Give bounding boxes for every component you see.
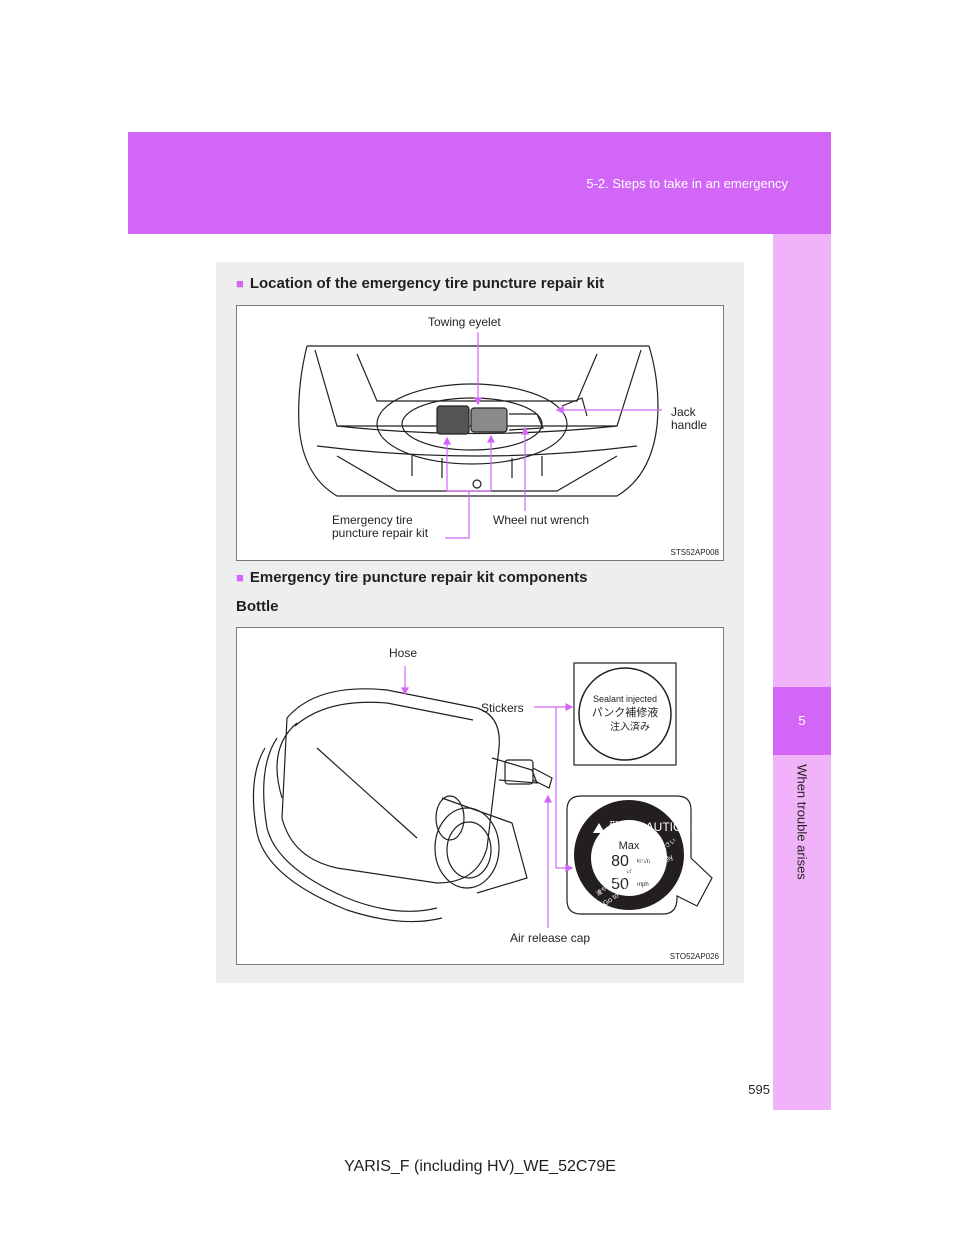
repair-kit-label: Emergency tire puncture repair kit xyxy=(332,513,429,540)
chapter-title: When trouble arises xyxy=(794,764,810,880)
unit-mph: mph xyxy=(637,882,649,888)
section2-heading: ■Emergency tire puncture repair kit comp… xyxy=(236,569,588,586)
jack-handle-label: Jack handle xyxy=(671,405,708,432)
figure-code: STO52AP026 xyxy=(669,952,719,961)
sealant-sticker-circle xyxy=(578,667,672,761)
caution-sticker-inner xyxy=(591,820,667,896)
speed-kmh: 80 xyxy=(611,853,629,870)
caution-jp: 警告 xyxy=(609,819,633,834)
trunk-figure: Towing eyelet Jack handle Wheel nut wren… xyxy=(236,305,724,561)
sealant-sticker-frame xyxy=(573,662,677,766)
bottle-illustration: Sealant injected パンク補修液 注入済み 警告 CAUTION … xyxy=(252,662,713,928)
unit-kmh: km/h xyxy=(637,859,650,865)
air-release-cap-label: Air release cap xyxy=(510,931,591,945)
sticker-line1: Sealant injected xyxy=(593,694,657,704)
chapter-number: 5 xyxy=(798,713,806,728)
max-label: Max xyxy=(619,840,640,852)
trunk-illustration xyxy=(298,332,662,539)
caution-en: CAUTION xyxy=(637,820,691,834)
document-code: YARIS_F (including HV)_WE_52C79E xyxy=(344,1158,616,1175)
sticker-line3: 注入済み xyxy=(610,720,650,733)
hose-label: Hose xyxy=(389,646,418,660)
section-title: 5-2. Steps to take in an emergency xyxy=(586,176,788,191)
warning-triangle-icon xyxy=(593,823,605,833)
speed-mph: 50 xyxy=(611,876,629,893)
square-bullet-icon: ■ xyxy=(236,276,244,291)
chapter-number-box[interactable] xyxy=(773,687,831,755)
header-bar xyxy=(128,132,831,234)
chapter-side-tab[interactable] xyxy=(773,234,831,1110)
section1-heading: ■Location of the emergency tire puncture… xyxy=(236,275,605,292)
bottle-figure: Sealant injected パンク補修液 注入済み 警告 CAUTION … xyxy=(236,627,724,965)
or-label: or xyxy=(626,869,631,875)
stickers-label: Stickers xyxy=(481,701,524,715)
page-number: 595 xyxy=(748,1082,770,1097)
wheel-nut-wrench-label: Wheel nut wrench xyxy=(493,513,590,527)
sticker-line2: パンク補修液 xyxy=(592,705,659,719)
section2-subheading: Bottle xyxy=(236,598,279,615)
square-bullet-icon: ■ xyxy=(236,570,244,585)
figure-code: STS52AP008 xyxy=(670,548,719,557)
towing-eyelet-label: Towing eyelet xyxy=(428,315,501,329)
